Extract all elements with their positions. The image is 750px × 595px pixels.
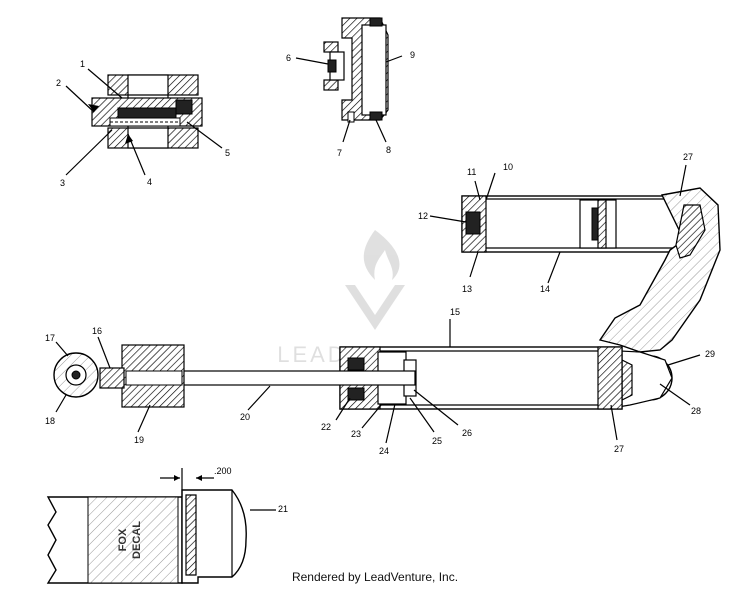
decal-detail (46, 489, 247, 584)
callout-18: 18 (45, 416, 55, 426)
bushing-assembly (91, 74, 203, 149)
callout-8: 8 (386, 145, 391, 155)
callout-19: 19 (134, 435, 144, 445)
callout-1: 1 (80, 59, 85, 69)
callout-4: 4 (147, 177, 152, 187)
callout-12: 12 (418, 211, 428, 221)
footer-credit: Rendered by LeadVenture, Inc. (291, 570, 459, 584)
callout-16: 16 (92, 326, 102, 336)
callout-27-bottom: 27 (614, 444, 624, 454)
callout-23: 23 (351, 429, 361, 439)
callout-9: 9 (410, 50, 415, 60)
piston-cap (323, 17, 389, 123)
watermark-logo (345, 230, 405, 330)
reservoir-hose-link (598, 187, 721, 409)
callout-13: 13 (462, 284, 472, 294)
callout-20: 20 (240, 412, 250, 422)
bushing-leaders (65, 68, 223, 176)
reservoir-leaders (429, 164, 687, 284)
callout-25: 25 (432, 436, 442, 446)
callout-3: 3 (60, 178, 65, 188)
callout-10: 10 (503, 162, 513, 172)
callout-21: 21 (278, 504, 288, 514)
dimension-label: .200 (214, 466, 232, 476)
dimension-marker (160, 468, 214, 497)
callout-26: 26 (462, 428, 472, 438)
body-leaders (55, 319, 701, 444)
callout-28: 28 (691, 406, 701, 416)
callout-17: 17 (45, 333, 55, 343)
callout-6: 6 (286, 53, 291, 63)
callout-15: 15 (450, 307, 460, 317)
callout-2: 2 (56, 78, 61, 88)
callout-27-top: 27 (683, 152, 693, 162)
shaft (53, 344, 416, 408)
callout-24: 24 (379, 446, 389, 456)
callout-5: 5 (225, 148, 230, 158)
callout-22: 22 (321, 422, 331, 432)
callout-29: 29 (705, 349, 715, 359)
callout-11: 11 (467, 167, 476, 177)
callout-14: 14 (540, 284, 550, 294)
piston-cap-leaders (295, 55, 403, 143)
reservoir (461, 195, 685, 253)
callout-7: 7 (337, 148, 342, 158)
